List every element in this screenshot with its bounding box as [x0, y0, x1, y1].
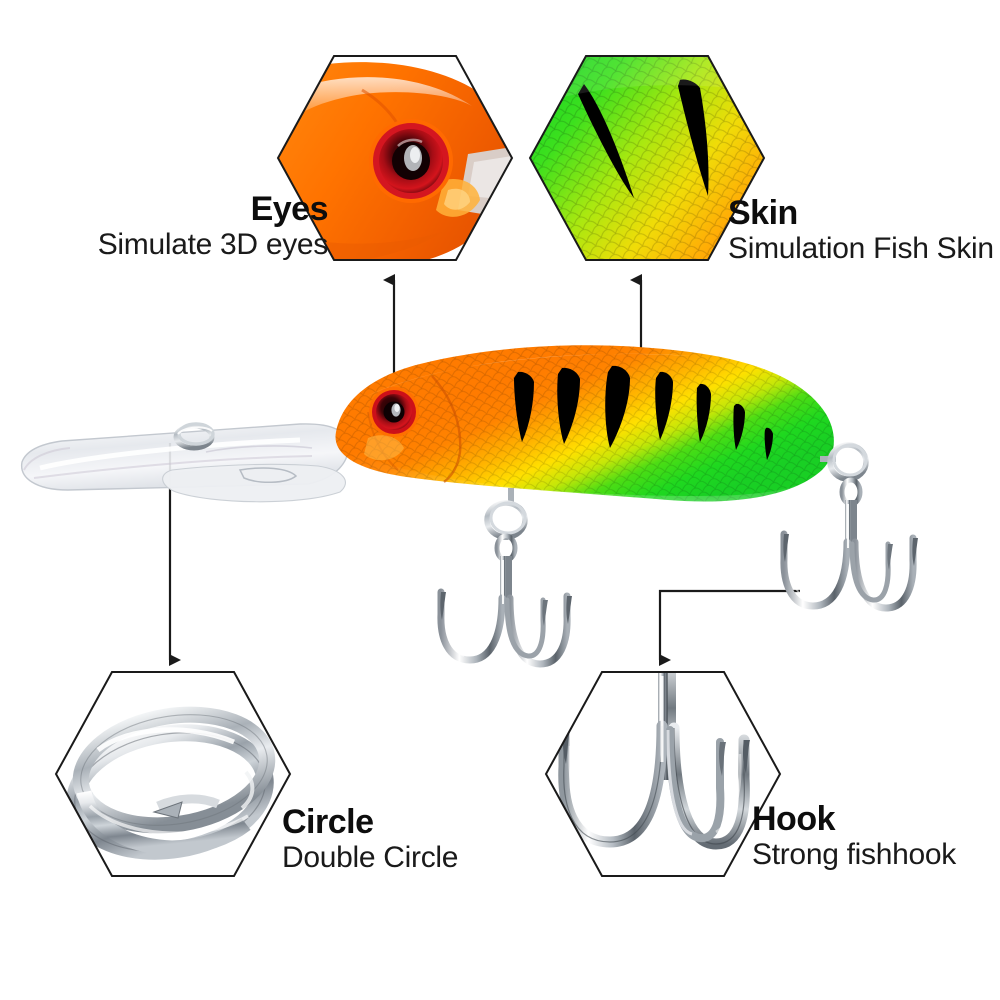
- callout-hex-hook[interactable]: [540, 666, 786, 882]
- leader-line-hook: [658, 589, 800, 666]
- callout-title-hook: Hook: [752, 800, 836, 838]
- lure-body[interactable]: [335, 345, 834, 506]
- callout-label-hook: Hook Strong fishhook: [752, 802, 996, 870]
- hex-outline-hook: [544, 671, 782, 877]
- hex-outline-skin: [528, 55, 766, 261]
- tail-treble-hook[interactable]: [780, 442, 918, 612]
- callout-label-skin: Skin Simulation Fish Skin: [728, 196, 998, 264]
- callout-title-skin: Skin: [728, 194, 798, 232]
- callout-subtitle-eyes: Simulate 3D eyes: [97, 228, 329, 261]
- lure-eye: [369, 387, 419, 437]
- callout-hex-skin[interactable]: [524, 50, 770, 266]
- skin-detail-image: [530, 56, 764, 260]
- callout-title-eyes: Eyes: [250, 190, 329, 228]
- circle-detail-image: [56, 672, 290, 876]
- callout-hex-circle[interactable]: [50, 666, 296, 882]
- callout-title-circle: Circle: [282, 803, 374, 841]
- callout-hex-eyes[interactable]: [272, 50, 518, 266]
- callout-subtitle-hook: Strong fishhook: [752, 838, 956, 871]
- callout-label-eyes: Eyes Simulate 3D eyes: [40, 190, 329, 261]
- stripe: [578, 84, 634, 198]
- callout-label-circle: Circle Double Circle: [282, 805, 582, 873]
- lure-diving-lip: [21, 423, 349, 503]
- callout-subtitle-circle: Double Circle: [282, 841, 459, 874]
- belly-treble-hook[interactable]: [437, 488, 572, 668]
- body-stripes: [514, 365, 773, 460]
- stripe: [678, 79, 709, 196]
- line-tie-split-ring[interactable]: [173, 422, 215, 451]
- callout-subtitle-skin: Simulation Fish Skin: [728, 232, 994, 265]
- hook-detail-image: [546, 672, 780, 876]
- hex-outline-circle: [54, 671, 292, 877]
- eyes-detail-image: [278, 56, 512, 260]
- hex-outline-eyes: [276, 55, 514, 261]
